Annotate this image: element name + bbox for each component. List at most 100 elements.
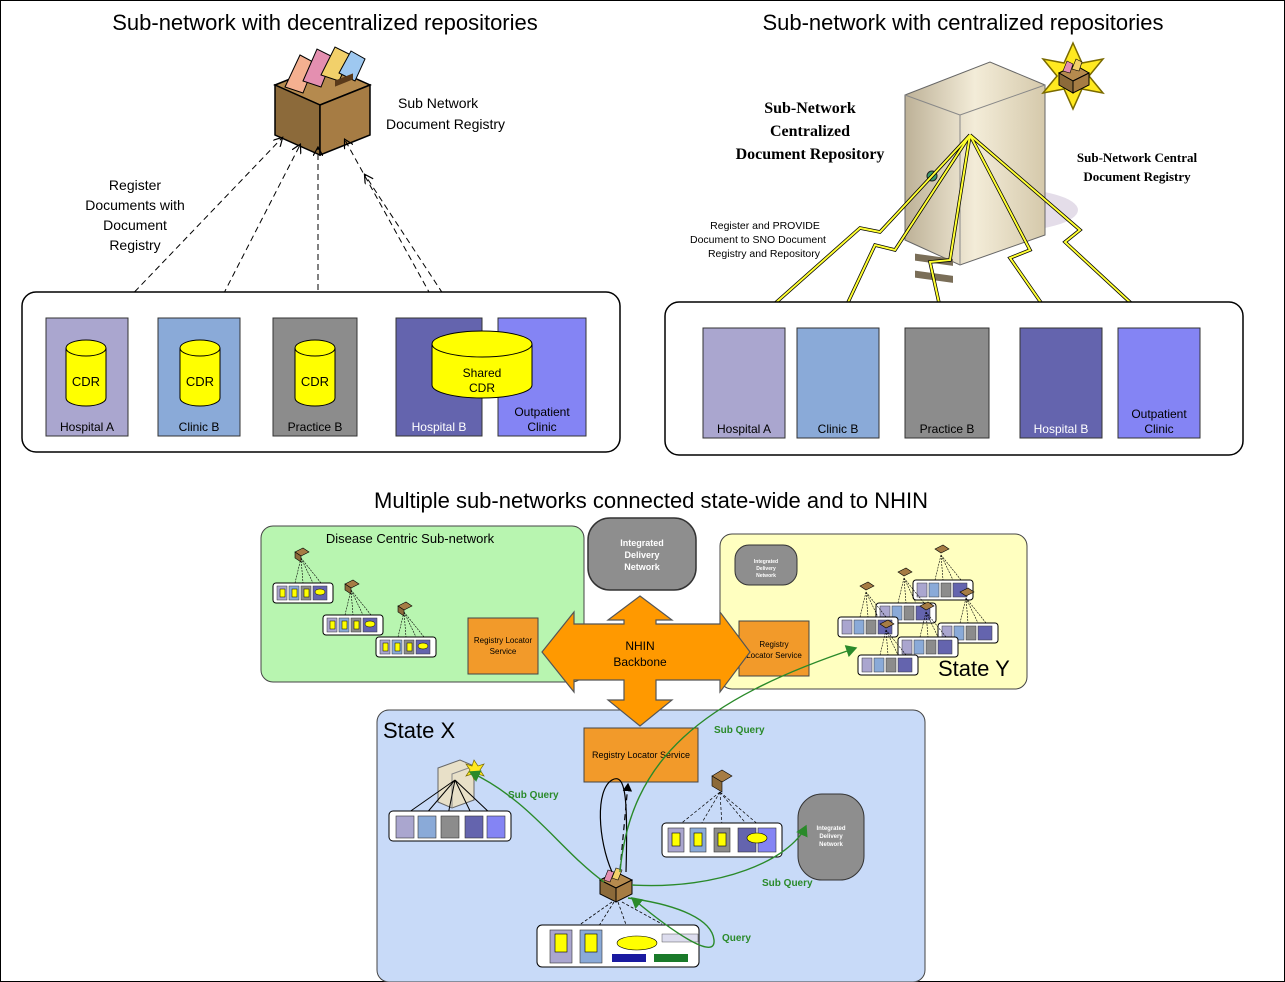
repository-label-line3: Document Repository (736, 146, 885, 163)
rls-right-line2: Locator Service (746, 651, 802, 660)
sub-query-label-top: Sub Query (714, 725, 765, 736)
c-unit-label-outpatient-2: Clinic (1144, 422, 1173, 436)
idn-top: Integrated Delivery Network (587, 517, 697, 591)
unit-label-outpatient-1: Outpatient (514, 405, 570, 419)
idn-top-line3: Network (624, 562, 661, 572)
register-provide-line3: Registry and Repository (708, 248, 821, 260)
bottom-title: Multiple sub-networks connected state-wi… (374, 488, 928, 513)
rls-left-box (467, 617, 539, 675)
idn-top-line2: Delivery (624, 550, 659, 560)
idn-right-line3: Network (819, 842, 843, 848)
document-registry-icon (273, 46, 372, 157)
unit-label-hospital-b: Hospital B (412, 420, 467, 434)
shared-cdr-line2: CDR (469, 381, 495, 395)
c-unit-label-clinic-b: Clinic B (818, 422, 859, 436)
repository-label-line1: Sub-Network (764, 100, 856, 117)
decentralized-title: Sub-network with decentralized repositor… (112, 10, 538, 35)
mini-subnet (875, 567, 937, 624)
cdr-cylinder-practice-b: CDR (294, 339, 336, 407)
mini-outpatient-tag (661, 933, 699, 943)
bottom-subnet (536, 924, 700, 968)
c-unit-label-practice-b: Practice B (920, 422, 975, 436)
mini-subnet (837, 581, 899, 638)
c-unit-outpatient-clinic (1117, 327, 1201, 439)
rls-right-box (738, 620, 810, 677)
unit-label-clinic-b: Clinic B (179, 420, 220, 434)
idn-right-line2: Delivery (819, 834, 843, 840)
c-unit-clinic-b (796, 327, 880, 439)
mini-practice-tag (612, 954, 646, 962)
mini-clinic-tag (654, 954, 688, 962)
state-x-registry-icon (598, 867, 634, 903)
provide-lightning-links (743, 133, 1162, 332)
c-unit-label-outpatient-1: Outpatient (1131, 407, 1187, 421)
register-label-line4: Registry (109, 237, 160, 253)
nhin-backbone: NHIN Backbone (541, 595, 751, 727)
cdr-cylinder-hospital-a: CDR (65, 339, 107, 407)
unit-hospital-a (45, 317, 129, 437)
mini-subnet (322, 579, 384, 636)
sub-query-label-left: Sub Query (508, 790, 559, 801)
sub-query-arrows (468, 645, 858, 948)
repository-label-line2: Centralized (770, 123, 850, 140)
cdr-cylinder-clinic-b: CDR (179, 339, 221, 407)
mini-decentral-subnet-right (661, 769, 783, 858)
centralized-panel: Sub-network with centralized repositorie… (664, 10, 1244, 456)
disease-centric-region: Disease Centric Sub-network Registry Loc… (260, 525, 585, 683)
idn-right: Integrated Delivery Network (797, 793, 865, 881)
state-y-region: Integrated Delivery Network Registry Loc… (719, 533, 1028, 690)
register-label-line2: Documents with (85, 197, 185, 213)
state-x-region: State X Registry Locator Service (376, 645, 926, 982)
mini-subnet (897, 601, 959, 658)
state-x-label: State X (383, 718, 455, 743)
cdr-label: CDR (72, 374, 100, 389)
unit-label-hospital-a: Hospital A (60, 420, 114, 434)
nhin-label-line2: Backbone (613, 655, 667, 669)
query-label: Query (722, 933, 751, 944)
rls-left-line1: Registry Locator (474, 636, 533, 645)
cdr-label: CDR (301, 374, 329, 389)
c-unit-hospital-b (1019, 327, 1103, 439)
c-unit-practice-b (904, 327, 990, 439)
decentralized-panel: Sub-network with decentralized repositor… (21, 10, 621, 453)
idn-top-line1: Integrated (620, 538, 664, 548)
state-y-label: State Y (938, 656, 1010, 681)
rls-center-box (583, 727, 699, 783)
mini-subnet (857, 619, 919, 676)
mini-central-subnet (388, 810, 512, 842)
centralized-title: Sub-network with centralized repositorie… (762, 10, 1163, 35)
c-unit-label-hospital-a: Hospital A (717, 422, 771, 436)
rls-right-line1: Registry (759, 640, 788, 649)
mini-subnet (375, 601, 437, 658)
c-unit-hospital-a (702, 327, 786, 439)
unit-label-outpatient-2: Clinic (527, 420, 556, 434)
sub-query-label-right: Sub Query (762, 878, 813, 889)
idn-small-line3: Network (756, 573, 776, 579)
c-unit-label-hospital-b: Hospital B (1034, 422, 1089, 436)
mini-server-links (404, 779, 493, 816)
rls-center-label: Registry Locator Service (592, 750, 690, 760)
idn-small (734, 544, 798, 586)
mini-subnet (272, 547, 334, 604)
idn-right-line1: Integrated (816, 826, 845, 832)
register-provide-line1: Register and PROVIDE (710, 220, 820, 232)
unit-label-practice-b: Practice B (288, 420, 343, 434)
shared-cdr-cylinder: Shared CDR (431, 330, 533, 399)
disease-centric-label: Disease Centric Sub-network (326, 531, 495, 546)
central-registry-star-icon (1041, 41, 1105, 111)
nhin-label-line1: NHIN (625, 639, 654, 653)
central-registry-label-line2: Document Registry (1083, 169, 1191, 184)
register-label-line1: Register (109, 177, 161, 193)
central-registry-label-line1: Sub-Network Central (1077, 150, 1198, 165)
bottom-subnet-links (557, 901, 663, 941)
registry-label-line1: Sub Network (398, 95, 479, 111)
cdr-label: CDR (186, 374, 214, 389)
idn-small-line1: Integrated (754, 559, 778, 565)
registry-label-line2: Document Registry (386, 116, 505, 132)
shared-cdr-line1: Shared (463, 366, 502, 380)
idn-small-line2: Delivery (756, 566, 776, 572)
rls-left-line2: Service (490, 647, 517, 656)
mini-subnet (912, 544, 974, 601)
register-provide-line2: Document to SNO Document (690, 234, 826, 246)
